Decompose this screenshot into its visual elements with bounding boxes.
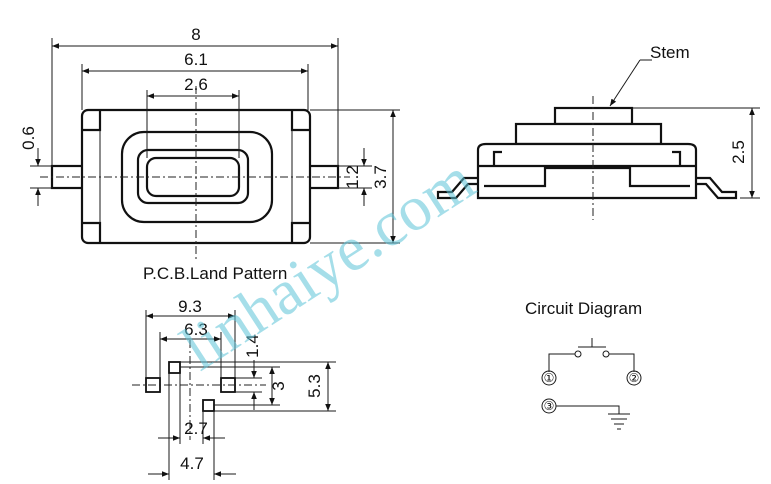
top-view: 8 6.1 2.6 0.6 1.2 3.7 [19,25,400,260]
stem-leader-line [609,59,641,107]
dim-overall-width: 8 [191,25,200,44]
dim-pcb-bottom: 4.7 [180,454,204,473]
dim-pcb-pitch: 3 [269,381,288,390]
dim-terminal-thickness: 0.6 [19,126,38,150]
ground-icon [608,413,630,430]
terminal-2-label: ② [629,371,640,385]
contact-right [602,350,610,358]
wire-right [609,353,635,372]
dim-body-height: 3.7 [371,165,390,189]
dim-pcb-offset: 2.7 [184,419,208,438]
contact-left [574,350,582,358]
dim-pcb-height: 5.3 [305,374,324,398]
circuit-title: Circuit Diagram [525,299,642,318]
pcb-land-pattern: P.C.B.Land Pattern 9.3 6.3 1.4 3 [132,264,336,480]
base-profile [484,166,690,188]
pad-top [168,361,181,374]
terminal-3-label: ③ [544,399,555,413]
circuit-diagram: Circuit Diagram ① ② ③ [525,299,642,430]
dim-pcb-inner: 6.3 [184,320,208,339]
pad-bottom [202,399,215,412]
terminal-1-label: ① [544,371,555,385]
pcb-title: P.C.B.Land Pattern [143,264,287,283]
dim-pcb-pad: 1.4 [243,334,262,358]
ground-wire [556,405,620,414]
housing-notches [492,150,682,166]
leg-left [436,176,478,200]
dim-side-height: 2.5 [729,140,748,164]
terminal-2-circle [626,370,642,386]
dim-pcb-outer: 9.3 [178,297,202,316]
terminal-1-circle [541,370,557,386]
housing [476,142,698,200]
dim-terminal-width: 1.2 [343,165,362,189]
dim-body-width: 6.1 [184,50,208,69]
dim-stem-width: 2.6 [184,75,208,94]
leg-right [696,176,738,200]
side-view: Stem 2.5 [436,43,760,220]
wire-left [548,353,575,372]
actuator-cap [514,122,663,146]
stem-label: Stem [650,43,690,62]
